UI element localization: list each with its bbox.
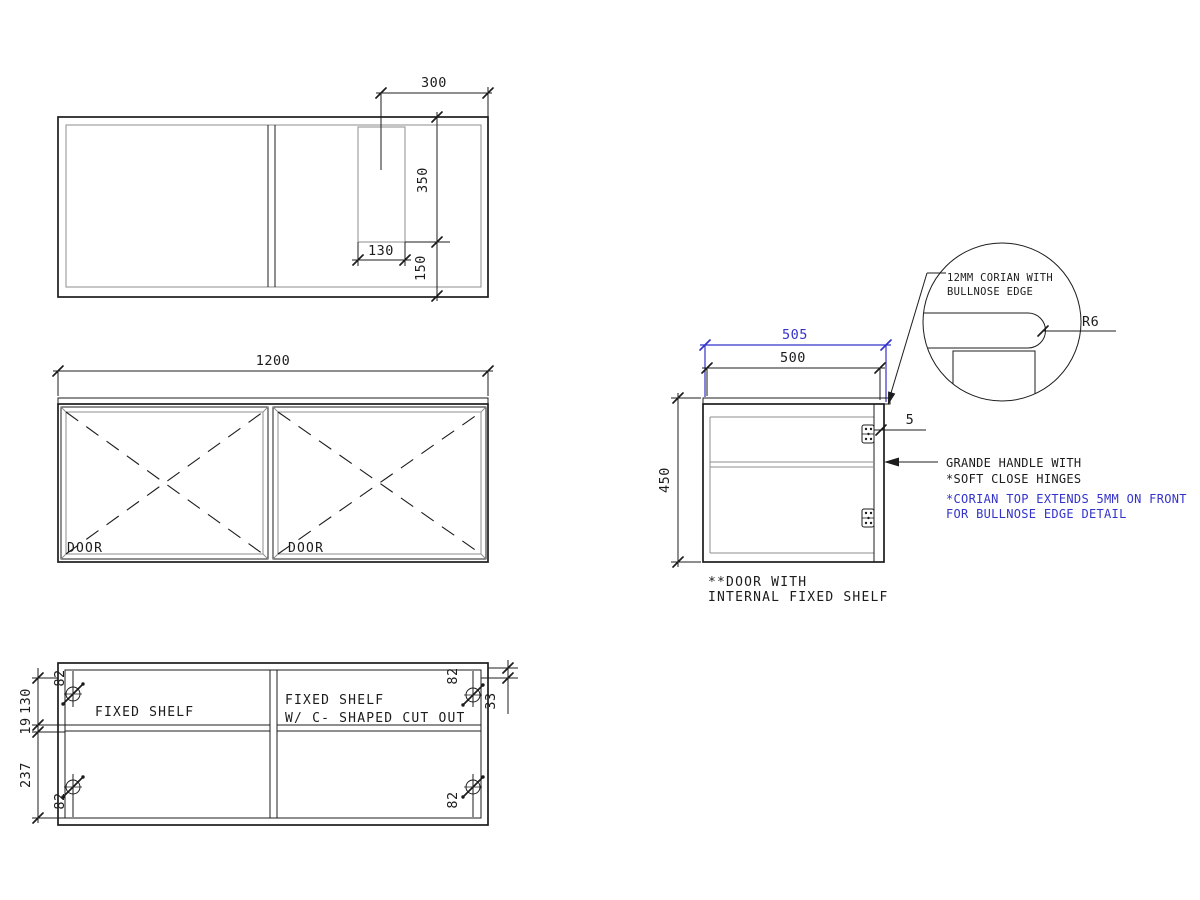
side-view: 505 500 450 bbox=[657, 327, 938, 605]
hinge-top-left-dim: 82 bbox=[52, 669, 68, 686]
internal-dim-33: 33 bbox=[481, 660, 518, 714]
detail-radius-label: R6 bbox=[1082, 314, 1099, 330]
internal-center-divider bbox=[269, 670, 278, 818]
plan-dim-350-label: 350 bbox=[415, 167, 431, 193]
plan-view: 300 350 150 130 bbox=[57, 75, 494, 302]
detail-note-line1: 12MM CORIAN WITH bbox=[947, 272, 1053, 284]
side-dim-505-label: 505 bbox=[782, 327, 808, 343]
plan-dim-300-label: 300 bbox=[421, 75, 447, 91]
plan-dim-300: 300 bbox=[375, 75, 494, 170]
note-corian-line2: FOR BULLNOSE EDGE DETAIL bbox=[946, 507, 1127, 521]
side-shelf bbox=[710, 461, 874, 468]
side-carcass-inner bbox=[709, 404, 875, 562]
plan-dim-130: 130 bbox=[352, 242, 411, 266]
internal-dim-130-label: 130 bbox=[18, 688, 34, 714]
side-dim-450-label: 450 bbox=[657, 467, 673, 493]
side-label-line1: **DOOR WITH bbox=[708, 575, 807, 590]
hinge-top-right-dim: 82 bbox=[445, 667, 461, 684]
internal-shelves bbox=[65, 724, 481, 732]
note-handle-line2: *SOFT CLOSE HINGES bbox=[946, 472, 1081, 486]
notes-block: GRANDE HANDLE WITH *SOFT CLOSE HINGES *C… bbox=[946, 456, 1187, 521]
internal-dim-19-label: 19 bbox=[18, 717, 34, 734]
plan-outline bbox=[57, 116, 489, 298]
side-corian-top bbox=[702, 397, 891, 405]
handle-leader-arrow bbox=[884, 457, 938, 467]
side-label-line2: INTERNAL FIXED SHELF bbox=[708, 590, 889, 605]
side-hinge-bottom bbox=[861, 508, 875, 528]
plan-center-divider bbox=[267, 125, 276, 287]
plan-inner-walls bbox=[65, 124, 482, 288]
internal-shelf-left-label: FIXED SHELF bbox=[95, 705, 194, 720]
front-door-right: DOOR bbox=[272, 406, 487, 560]
front-corian-top bbox=[57, 397, 489, 405]
internal-dim-33-label: 33 bbox=[483, 692, 499, 709]
hinge-bottom-left: 82 bbox=[52, 774, 85, 817]
internal-dim-chain-left: 130 19 237 bbox=[18, 668, 65, 824]
side-dim-500-label: 500 bbox=[780, 350, 806, 366]
detail-circle bbox=[922, 242, 1082, 402]
front-dim-1200: 1200 bbox=[52, 353, 494, 396]
side-carcass bbox=[702, 403, 885, 563]
side-dim-500: 500 bbox=[701, 350, 886, 400]
side-hinge-top bbox=[861, 424, 875, 444]
note-corian-line1: *CORIAN TOP EXTENDS 5MM ON FRONT bbox=[946, 492, 1187, 506]
detail-note-line2: BULLNOSE EDGE bbox=[947, 286, 1033, 298]
hinge-bottom-right-dim: 82 bbox=[445, 791, 461, 808]
side-dim-5-label: 5 bbox=[906, 412, 915, 428]
plan-dim-130-label: 130 bbox=[368, 243, 394, 259]
front-view: 1200 DOOR DOOR bbox=[52, 353, 494, 563]
plan-dim-350-150: 350 150 bbox=[405, 111, 450, 302]
front-carcass bbox=[57, 403, 489, 563]
note-handle-line1: GRANDE HANDLE WITH bbox=[946, 456, 1081, 470]
internal-view: FIXED SHELF FIXED SHELF W/ C- SHAPED CUT… bbox=[18, 660, 518, 826]
internal-shelf-right-label-2: W/ C- SHAPED CUT OUT bbox=[285, 711, 466, 726]
front-door-left: DOOR bbox=[60, 406, 269, 560]
side-dim-5: 5 bbox=[874, 412, 926, 436]
plan-dim-150-label: 150 bbox=[413, 255, 429, 281]
hinge-top-left: 82 bbox=[52, 669, 85, 707]
front-door-right-label: DOOR bbox=[288, 541, 324, 556]
internal-shelf-right-label-1: FIXED SHELF bbox=[285, 693, 384, 708]
hinge-bottom-left-dim: 82 bbox=[52, 792, 68, 809]
front-dim-1200-label: 1200 bbox=[256, 353, 291, 369]
detail-radius-callout: R6 bbox=[1037, 314, 1116, 337]
hinge-bottom-right: 82 bbox=[445, 774, 485, 817]
side-dim-450: 450 bbox=[657, 392, 701, 568]
detail-bubble: 12MM CORIAN WITH BULLNOSE EDGE R6 bbox=[888, 242, 1116, 405]
detail-leader bbox=[888, 272, 946, 405]
internal-outline bbox=[57, 662, 489, 826]
side-dim-505: 505 bbox=[699, 327, 892, 402]
internal-dim-237-label: 237 bbox=[18, 762, 34, 788]
internal-walls bbox=[64, 669, 482, 819]
hinge-top-right: 82 bbox=[445, 667, 485, 707]
front-door-left-label: DOOR bbox=[67, 541, 103, 556]
detail-profile bbox=[923, 312, 1046, 401]
